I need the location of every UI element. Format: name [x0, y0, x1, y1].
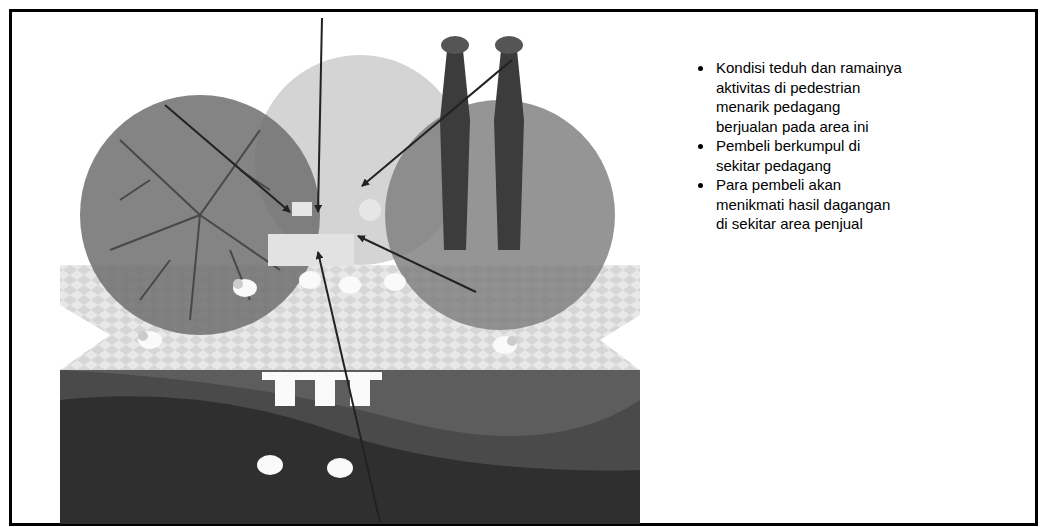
note-text: Pembeli berkumpul di sekitar pedagang	[714, 136, 904, 175]
note-text: Para pembeli akan menikmati hasil dagang…	[714, 175, 904, 234]
note-text: Kondisi teduh dan ramainya aktivitas di …	[714, 58, 904, 136]
note-list: Kondisi teduh dan ramainya aktivitas di …	[676, 58, 904, 234]
